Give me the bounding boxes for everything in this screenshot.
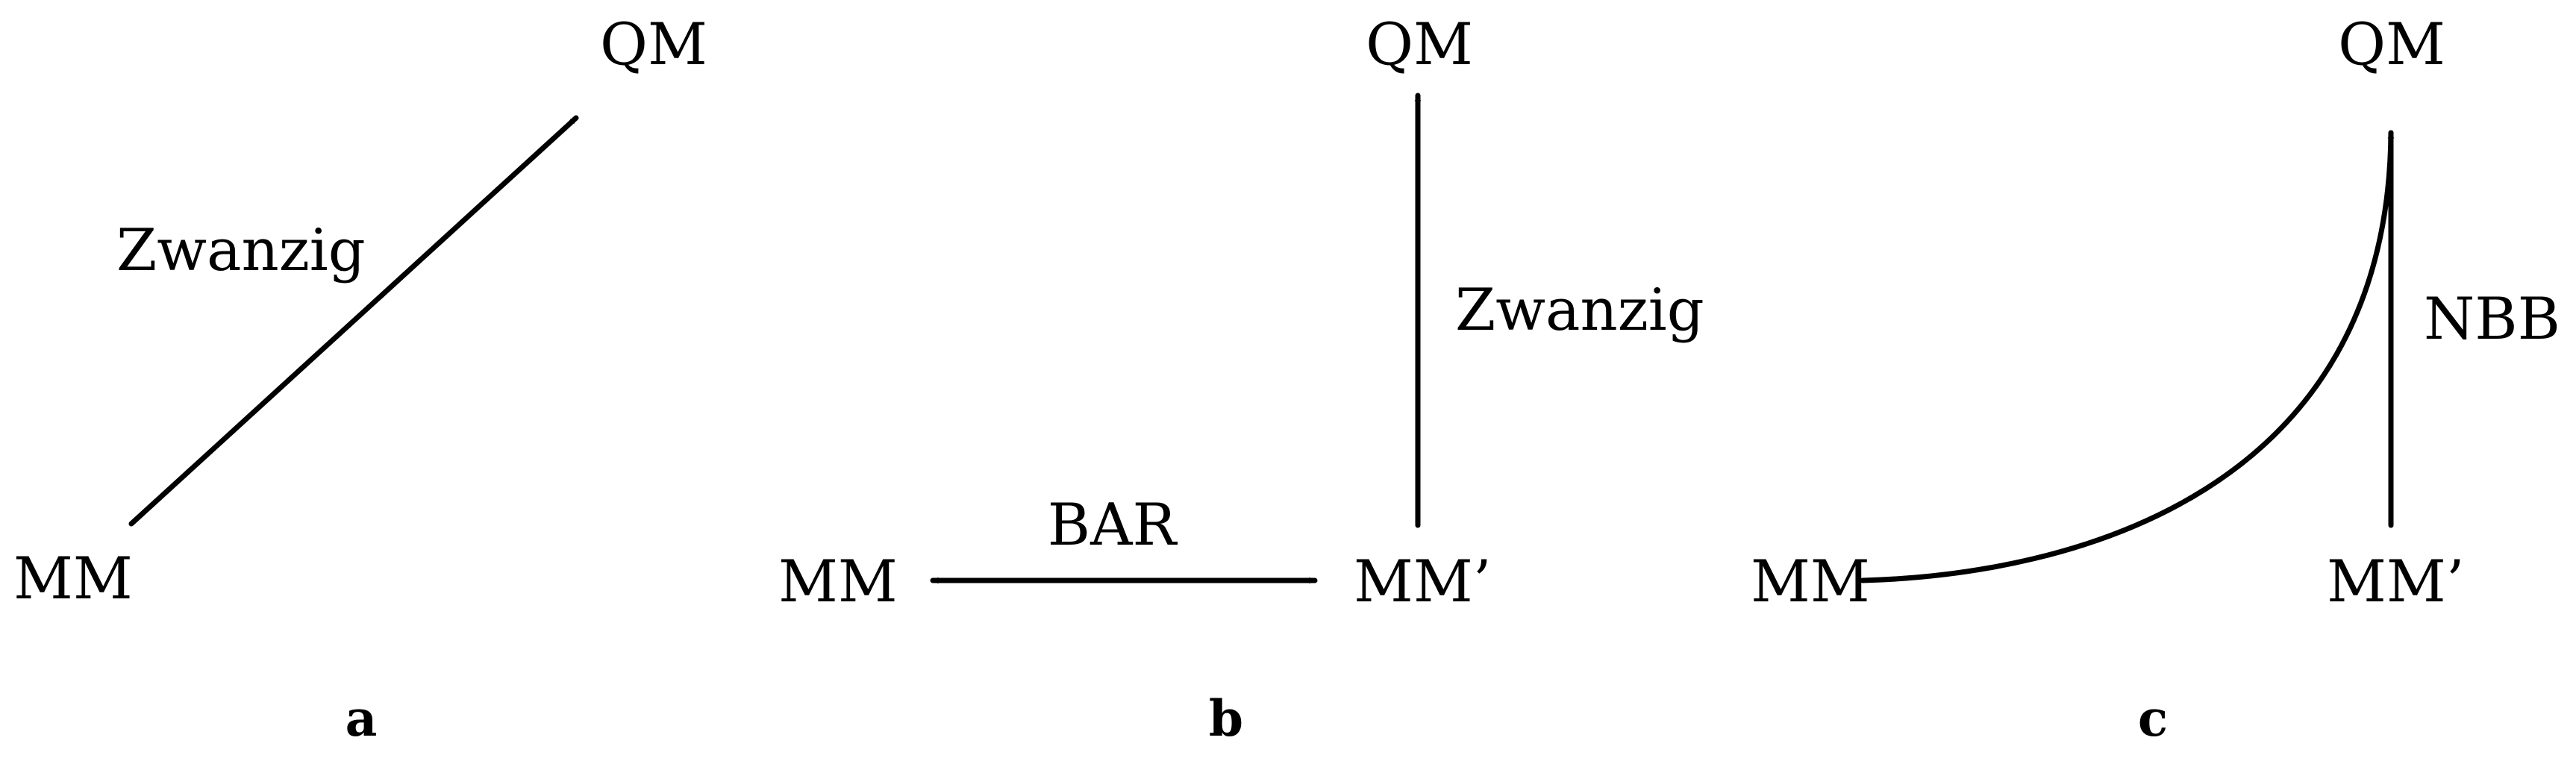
panel-b-bar-label: BAR — [1048, 492, 1178, 559]
panel-b-letter: b — [1209, 689, 1243, 748]
panel-b-mm-node: MM — [778, 548, 898, 616]
panel-a-mm-node: MM — [13, 545, 133, 613]
panel-c-nbb-label: NBB — [2424, 286, 2560, 353]
panel-a-qm-node: QM — [600, 11, 707, 78]
panel-c-qm-node: QM — [2338, 11, 2445, 78]
panel-c-curved-path — [1860, 130, 2394, 583]
panel-b-mm-prime-node: MM’ — [1354, 548, 1492, 616]
panel-c-mm-prime-node: MM’ — [2327, 548, 2465, 616]
panel-b-zwanzig-label: Zwanzig — [1455, 277, 1704, 344]
panel-a-letter: a — [346, 689, 378, 748]
panel-b-qm-node: QM — [1366, 11, 1473, 78]
panel-b: QM MM MM’ Zwanzig BAR b — [778, 11, 1704, 748]
panel-c-letter: c — [2138, 689, 2168, 748]
panel-a: QM MM Zwanzig a — [13, 11, 707, 748]
panel-a-zwanzig-arrow — [128, 115, 579, 527]
panel-c-mm-node: MM — [1751, 548, 1870, 616]
panel-a-zwanzig-label: Zwanzig — [116, 217, 366, 284]
panel-c: QM MM MM’ NBB c — [1751, 11, 2560, 748]
